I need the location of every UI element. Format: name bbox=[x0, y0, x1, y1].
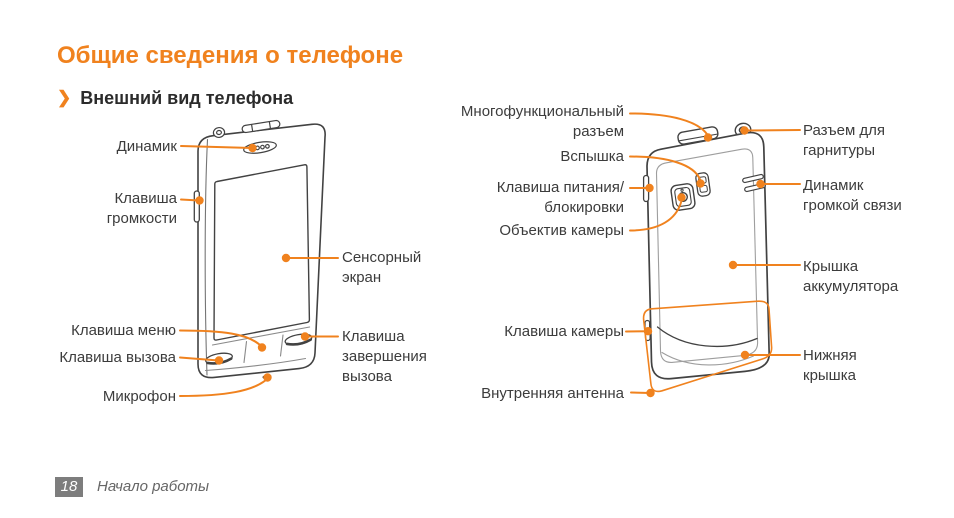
dot-multifunction-jack bbox=[703, 133, 713, 142]
dot-volume-key bbox=[195, 196, 204, 205]
footer-chapter-title: Начало работы bbox=[97, 478, 210, 495]
dot-speakerphone bbox=[756, 179, 765, 189]
leader-menu-key bbox=[179, 329, 263, 348]
callout-label-call-key: Клавиша вызова bbox=[59, 349, 176, 366]
dot-touch-screen bbox=[281, 253, 291, 263]
dot-headset-jack bbox=[740, 126, 749, 135]
dot-power-key bbox=[645, 183, 654, 193]
leader-speaker bbox=[180, 145, 253, 149]
dot-bottom-cover bbox=[740, 350, 750, 360]
callout-label-power-lock-key: Клавиша питания/ блокировки bbox=[496, 179, 624, 216]
front-screen-shape bbox=[213, 164, 311, 341]
leader-headset-jack bbox=[745, 129, 801, 132]
callout-label-menu-key: Клавиша меню bbox=[71, 322, 176, 339]
callout-label-multifunction-jack: Многофункциональный разъем bbox=[460, 103, 624, 140]
callout-label-volume-key: Клавиша громкости bbox=[106, 190, 177, 227]
dot-menu-key bbox=[257, 343, 267, 352]
leader-multifunction-jack bbox=[629, 112, 709, 136]
callout-label-end-call-key: Клавиша завершения вызова bbox=[342, 328, 427, 385]
section-heading: ❯ Внешний вид телефона bbox=[57, 87, 293, 109]
leader-call-key bbox=[179, 356, 220, 362]
dot-end-call-key bbox=[300, 332, 310, 341]
dot-microphone bbox=[263, 373, 272, 382]
dot-camera-key bbox=[643, 327, 653, 336]
section-chevron-icon: ❯ bbox=[57, 88, 72, 107]
callout-leader-lines bbox=[179, 112, 801, 397]
dot-flash bbox=[696, 179, 705, 188]
callout-label-headset-jack: Разъем для гарнитуры bbox=[803, 122, 886, 159]
callout-label-speaker: Динамик bbox=[116, 138, 177, 155]
dot-camera-lens bbox=[677, 193, 686, 202]
leader-camera-lens bbox=[629, 201, 682, 232]
callout-label-touch-screen: Сенсорный экран bbox=[342, 249, 422, 286]
callout-label-battery-cover: Крышка аккумулятора bbox=[803, 258, 899, 295]
callout-dots bbox=[195, 126, 765, 398]
dot-speaker bbox=[248, 143, 257, 153]
dot-battery-cover bbox=[728, 260, 738, 270]
leader-microphone bbox=[179, 378, 268, 397]
callout-label-camera-key: Клавиша камеры bbox=[504, 323, 624, 340]
callout-label-internal-antenna: Внутренняя антенна bbox=[481, 385, 624, 402]
callout-label-bottom-cover: Нижняя крышка bbox=[803, 347, 857, 384]
section-title: Внешний вид телефона bbox=[80, 88, 294, 108]
back-phone-illustration bbox=[642, 122, 771, 380]
callout-label-speakerphone: Динамик громкой связи bbox=[803, 177, 902, 214]
callout-label-flash: Вспышка bbox=[560, 148, 624, 165]
callout-label-microphone: Микрофон bbox=[102, 388, 176, 405]
footer-page-number: 18 bbox=[55, 477, 83, 497]
dot-call-key bbox=[214, 356, 224, 365]
front-volume-key-shape bbox=[193, 190, 200, 223]
front-phone-illustration bbox=[193, 119, 326, 379]
callout-label-camera-lens: Объектив камеры bbox=[499, 222, 624, 239]
page-title: Общие сведения о телефоне bbox=[57, 42, 404, 69]
leader-flash bbox=[629, 155, 701, 181]
dot-internal-antenna bbox=[646, 388, 655, 398]
internal-antenna-outline bbox=[642, 300, 773, 393]
